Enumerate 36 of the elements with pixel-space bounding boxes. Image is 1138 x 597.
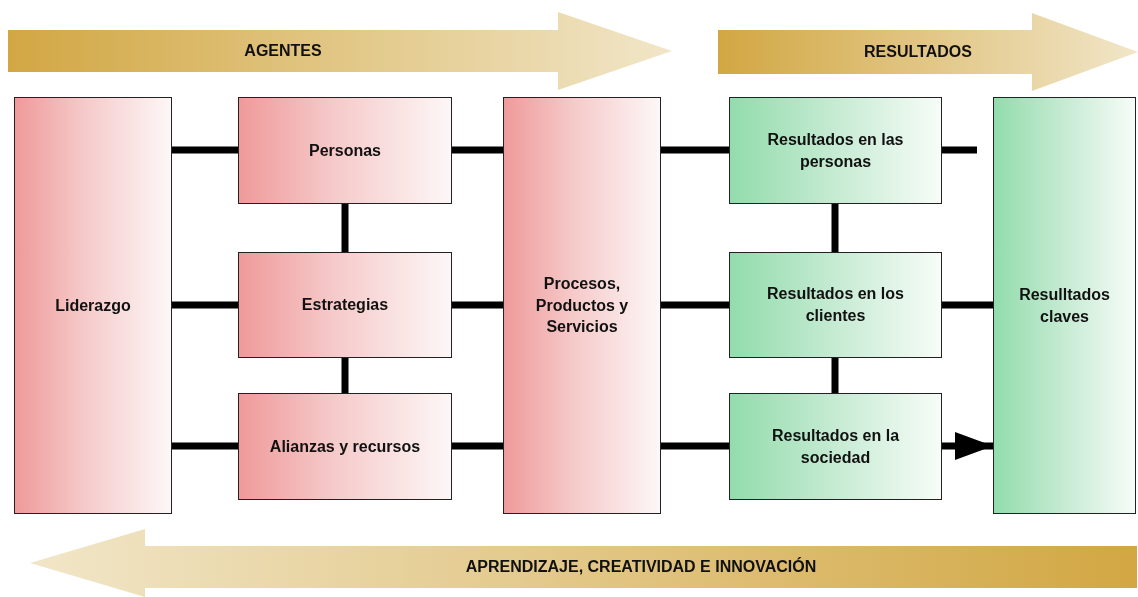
process-box: [729, 252, 942, 358]
connector-line: [452, 301, 503, 309]
connector-line: [452, 442, 503, 450]
box-label: Resultados en los clientes: [766, 284, 905, 326]
process-box: [503, 97, 661, 514]
connector-line: [452, 146, 503, 154]
connector-line: [661, 442, 729, 450]
connector-line: [661, 301, 729, 309]
process-box: [729, 97, 942, 204]
process-box: [729, 393, 942, 500]
connector-line: [661, 146, 729, 154]
band-label: RESULTADOS: [864, 43, 972, 61]
band-label: AGENTES: [244, 42, 322, 60]
box-label: Personas: [308, 140, 381, 161]
band-label: APRENDIZAJE, CREATIVIDAD E INNOVACIÓN: [465, 558, 817, 576]
process-box: [14, 97, 172, 514]
connector-line: [831, 204, 839, 252]
box-label: Alianzas y recursos: [269, 436, 421, 457]
box-label: Procesos, Productos y Servicios: [534, 274, 630, 338]
connector-line: [341, 204, 349, 252]
process-box: [238, 97, 452, 204]
process-box: [238, 393, 452, 500]
connector-line: [172, 301, 238, 309]
connector-line: [172, 442, 238, 450]
process-box: [993, 97, 1136, 514]
process-box: [238, 252, 452, 358]
box-label: Resultados en las personas: [766, 129, 905, 172]
connector-line: [942, 301, 993, 309]
box-label: Estrategias: [301, 295, 389, 316]
box-label: Liderazgo: [55, 295, 131, 316]
connector-line: [341, 358, 349, 393]
connector-line: [942, 432, 993, 460]
box-label: Resulltados claves: [1018, 284, 1111, 327]
connector-line: [172, 146, 238, 154]
connector-line: [831, 358, 839, 393]
box-label: Resultados en la sociedad: [770, 425, 901, 468]
